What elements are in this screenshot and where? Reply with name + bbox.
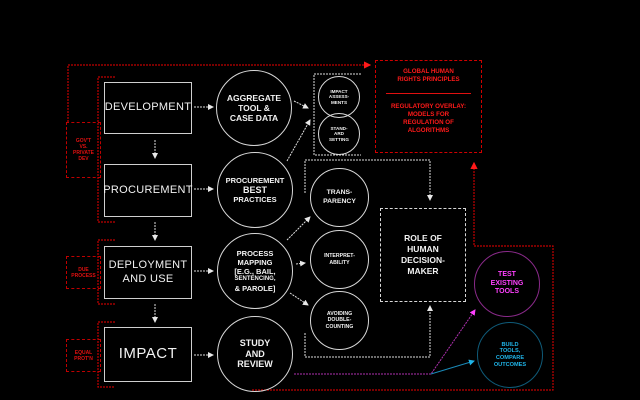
circle-line: CASE DATA bbox=[229, 113, 279, 124]
circle-line: MENTS bbox=[330, 99, 348, 105]
overlay-line: ALGORITHMS bbox=[407, 127, 450, 135]
circle-line: STUDY bbox=[239, 337, 271, 348]
human-decision-maker-box: ROLE OF HUMAN DECISION- MAKER bbox=[380, 208, 466, 302]
circle-line: AND bbox=[245, 348, 265, 359]
overlay-line: MODELS FOR bbox=[407, 111, 450, 119]
red-bracket-impact bbox=[97, 321, 115, 388]
stage-procurement: PROCUREMENT bbox=[103, 164, 193, 217]
side-label-equal-protection: EQUAL PROT'N bbox=[66, 339, 101, 372]
circle-line: AGGREGATE bbox=[226, 92, 282, 103]
circle-test-existing-tools: TEST EXISTING TOOLS bbox=[474, 251, 540, 317]
circle-line: [E.G., BAIL, bbox=[234, 267, 276, 277]
side-label-line: EQUAL bbox=[74, 349, 93, 356]
circle-line: ASSESS- bbox=[328, 94, 350, 100]
stage-development: DEVELOPMENT bbox=[104, 82, 192, 134]
tool-line: TOOLS, bbox=[499, 348, 521, 355]
decision-line: HUMAN bbox=[407, 243, 439, 254]
circle-line: STAND- bbox=[330, 125, 348, 131]
circle-line: TOOL & bbox=[238, 102, 270, 113]
circle-line: MAPPING bbox=[237, 258, 273, 268]
tool-line: TOOLS bbox=[495, 288, 519, 296]
regulatory-overlay: REGULATORY OVERLAY: MODELS FOR REGULATIO… bbox=[376, 103, 481, 135]
tool-line: EXISTING bbox=[490, 279, 524, 287]
connector-top-to-decision bbox=[304, 159, 433, 201]
circle-standard-setting: STAND- ARD SETTING bbox=[318, 113, 360, 155]
stage-deployment-line: AND USE bbox=[122, 272, 174, 285]
circle-line: PRACTICES bbox=[233, 195, 277, 205]
side-label-line: DUE bbox=[78, 266, 89, 273]
regulatory-divider bbox=[386, 93, 471, 94]
decision-line: ROLE OF bbox=[404, 232, 442, 243]
circle-line: SENTENCING, bbox=[234, 276, 276, 283]
global-human-rights-principles: GLOBAL HUMAN RIGHTS PRINCIPLES bbox=[376, 68, 481, 85]
tool-line: TEST bbox=[498, 271, 516, 279]
overlay-line: REGULATORY OVERLAY: bbox=[390, 103, 467, 110]
side-label-line: PROT'N bbox=[74, 355, 93, 362]
circle-line: IMPACT bbox=[330, 88, 348, 94]
circle-procurement-best-practices: PROCUREMENT BEST PRACTICES bbox=[217, 152, 293, 228]
bracket-assessments bbox=[313, 73, 361, 156]
circle-line: & PAROLE] bbox=[234, 283, 276, 293]
stage-procurement-label: PROCUREMENT bbox=[103, 183, 193, 196]
arrow-process-to-transparency bbox=[286, 216, 311, 241]
arrow-best-to-standard bbox=[286, 119, 311, 162]
side-label-line: DEV bbox=[78, 156, 89, 162]
side-label-govt-vs-private: GOV'T VS. PRIVATE DEV bbox=[66, 122, 101, 178]
connector-bottom-to-decision bbox=[304, 305, 433, 358]
circle-build-tools: BUILD TOOLS, COMPARE OUTCOMES bbox=[477, 322, 543, 388]
regulatory-box: GLOBAL HUMAN RIGHTS PRINCIPLES REGULATOR… bbox=[375, 60, 482, 153]
side-label-line: VS. bbox=[79, 144, 88, 150]
stage-deployment: DEPLOYMENT AND USE bbox=[104, 246, 192, 299]
circle-interpretability: INTERPRET- ABILITY bbox=[310, 230, 369, 289]
arrow-aggregate-to-impact bbox=[293, 100, 309, 109]
circle-line: PROCESS bbox=[236, 249, 274, 259]
circle-line: REVIEW bbox=[237, 359, 273, 370]
red-bracket-deploy bbox=[97, 239, 115, 305]
red-top-connector bbox=[67, 61, 372, 122]
circle-study-review: STUDY AND REVIEW bbox=[217, 316, 293, 392]
circle-line: ARD bbox=[334, 131, 344, 137]
circle-aggregate-data: AGGREGATE TOOL & CASE DATA bbox=[216, 70, 292, 146]
circle-avoiding-double-counting: AVOIDING DOUBLE- COUNTING bbox=[310, 291, 369, 350]
red-right-connector bbox=[252, 161, 554, 391]
side-label-due-process: DUE PROCESS bbox=[66, 256, 101, 289]
circle-line: BEST bbox=[242, 184, 267, 195]
principles-line: RIGHTS PRINCIPLES bbox=[397, 76, 460, 84]
tool-line: BUILD bbox=[501, 341, 519, 348]
circle-transparency: TRANS- PARENCY bbox=[310, 168, 369, 227]
stage-impact-label: IMPACT bbox=[118, 345, 178, 363]
tool-line: OUTCOMES bbox=[493, 361, 527, 368]
circle-line: ABILITY bbox=[329, 259, 350, 266]
side-label-line: PROCESS bbox=[71, 272, 96, 279]
circle-line: PARENCY bbox=[323, 197, 356, 205]
circle-line: AVOIDING bbox=[326, 311, 353, 318]
overlay-line: REGULATION OF bbox=[403, 119, 454, 127]
side-label-line: PRIVATE bbox=[73, 150, 94, 156]
circle-line: TRANS- bbox=[326, 189, 353, 197]
stage-impact: IMPACT bbox=[104, 327, 192, 382]
circle-line: PROCUREMENT bbox=[225, 175, 285, 185]
arrow-process-to-avoiding bbox=[289, 292, 309, 306]
stage-development-label: DEVELOPMENT bbox=[104, 101, 192, 114]
circle-line: COUNTING bbox=[325, 323, 354, 330]
principles-line: GLOBAL HUMAN bbox=[403, 68, 454, 75]
decision-line: MAKER bbox=[407, 266, 439, 277]
arrow-process-to-interpret bbox=[295, 260, 306, 267]
circle-impact-assessments: IMPACT ASSESS- MENTS bbox=[318, 76, 360, 118]
circle-line: DOUBLE- bbox=[327, 317, 352, 324]
circle-line: SETTING bbox=[329, 136, 349, 142]
tool-line: COMPARE bbox=[495, 355, 525, 361]
side-label-line: GOV'T bbox=[75, 138, 92, 144]
cyan-connector bbox=[430, 359, 475, 375]
circle-process-mapping: PROCESS MAPPING [E.G., BAIL, SENTENCING,… bbox=[217, 233, 293, 309]
stage-deployment-line: DEPLOYMENT bbox=[108, 258, 188, 271]
circle-line: INTERPRET- bbox=[324, 253, 355, 260]
decision-line: DECISION- bbox=[401, 255, 445, 265]
